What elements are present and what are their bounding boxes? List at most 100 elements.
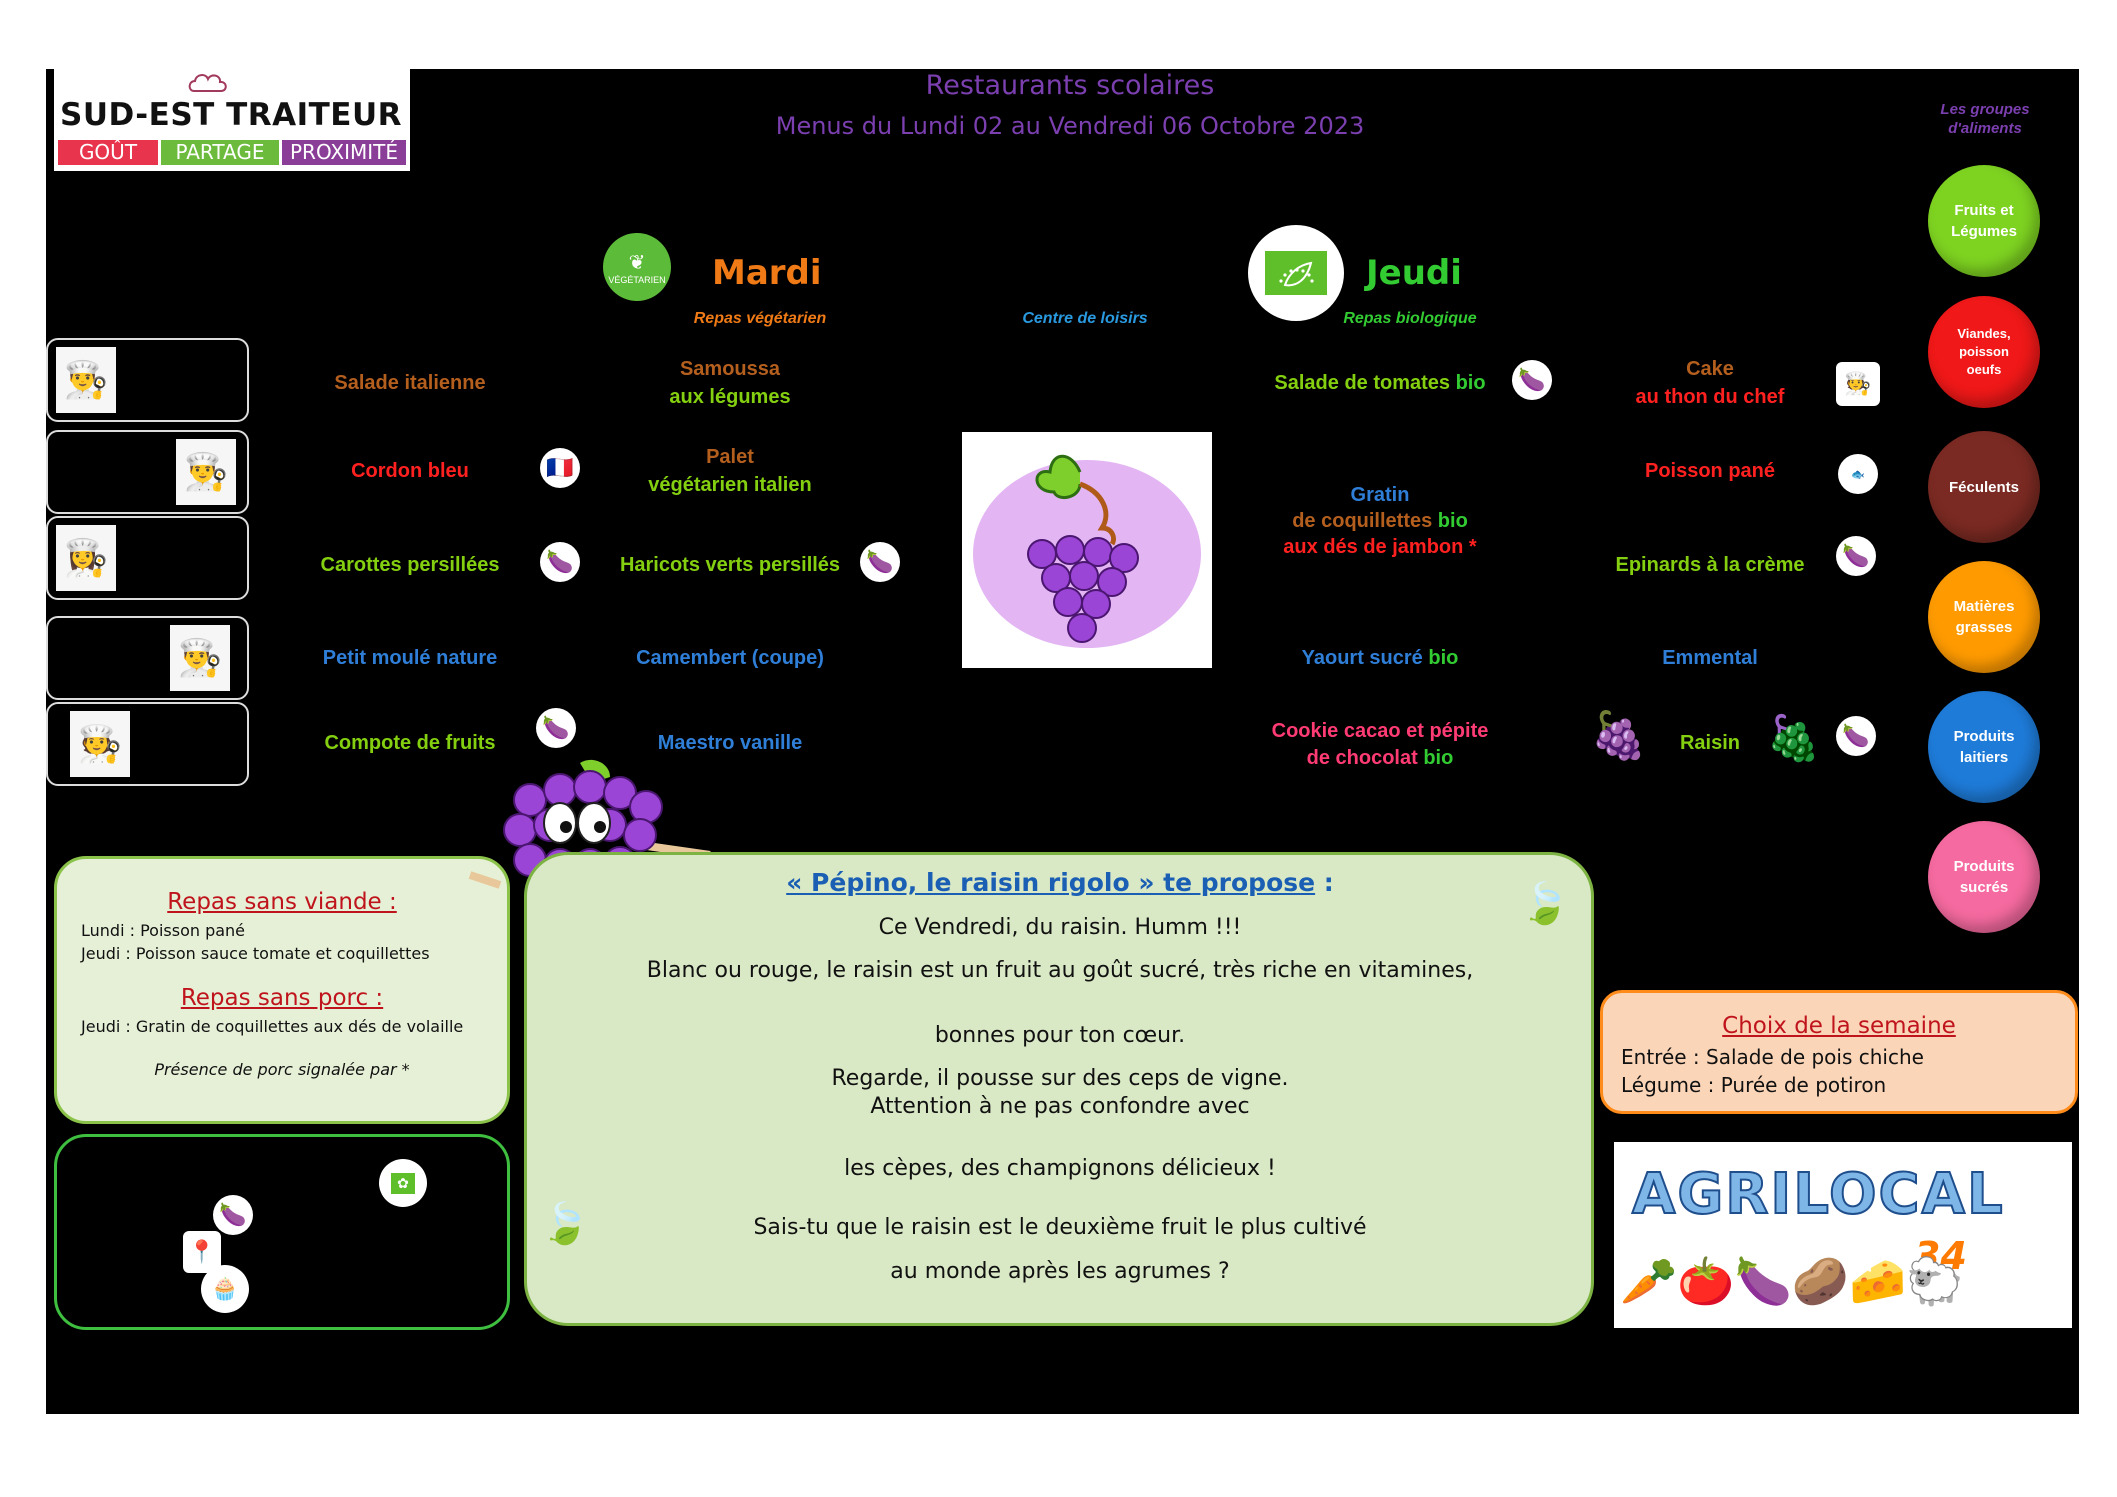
pepino-line-6: les cèpes, des champignons délicieux ! [844,1156,1276,1181]
brand-name: SUD-EST TRAITEUR [60,97,403,133]
row-laitier-chef: 👨‍🍳 [46,616,249,700]
agrilocal-logo: AGRILOCAL 34 🥕🍅🍆🥔🧀🐑 [1614,1142,2072,1328]
jeudi-plat-3: aux dés de jambon * [1283,536,1477,558]
row-plat-chef: 👨‍🍳 [46,430,249,514]
pepino-line-1: Ce Vendredi, du raisin. Humm !!! [878,915,1242,940]
day-mardi: Mardi [712,253,822,293]
mardi-legume: Haricots verts persillés [619,554,841,576]
mardi-plat-1: Palet [706,446,754,468]
agrilocal-text: AGRILOCAL [1631,1161,2005,1228]
local-produce-icon: 🍆 [860,542,900,582]
choix-box: Choix de la semaine Entrée : Salade de p… [1600,990,2078,1114]
local-produce-icon: 🍆 [213,1195,253,1235]
msc-peche-icon: 🐟 [1838,454,1878,494]
day-jeudi: Jeudi [1366,253,1462,293]
tag-partage: PARTAGE [161,140,279,165]
sans-porc-title: Repas sans porc : [180,985,384,1011]
lundi-laitier: Petit moulé nature [322,647,498,669]
chef-woman-icon: 👩‍🍳 [56,525,116,591]
vegetarian-badge: ❦ VÉGÉTARIEN [603,233,671,301]
row-dessert-chef: 🧑‍🍳 [46,702,249,786]
pepino-title: « Pépino, le raisin rigolo » te propose … [786,868,1334,897]
pepino-line-4: Regarde, il pousse sur des ceps de vigne… [831,1066,1289,1091]
mardi-dessert: Maestro vanille [657,732,803,754]
header-title: Restaurants scolaires [925,70,1215,101]
vendredi-dessert: Raisin [1679,732,1741,754]
mardi-entree-1: Samoussa [679,358,781,380]
jeudi-subtitle: Repas biologique [1343,310,1477,327]
lundi-dessert: Compote de fruits [324,732,496,754]
sans-viande-line: Lundi : Poisson pané [81,921,246,940]
eu-organic-leaf-icon [1265,251,1327,295]
jeudi-dessert-1: Cookie cacao et pépite [1271,720,1489,742]
agrilocal-number: 34 [1914,1234,1967,1278]
jeudi-dessert-2: de chocolat bio [1306,747,1454,769]
red-grapes-icon: 🍇 [1590,709,1648,761]
homemade-chef-hat-icon: 🧑‍🍳 [1836,362,1880,406]
vendredi-legume: Epinards à la crème [1615,554,1805,576]
vendredi-entree-2: au thon du chef [1635,386,1785,408]
grape-picture [962,432,1212,668]
row-entree-chef: 👨‍🍳 [46,338,249,422]
vendredi-entree-1: Cake [1686,358,1734,380]
mardi-entree-2: aux légumes [669,386,791,408]
jeudi-plat-2: de coquillettes bio [1292,510,1468,532]
vine-leaf-icon: 🍃 [1520,882,1570,926]
pepino-line-5: Attention à ne pas confondre avec [870,1094,1250,1119]
eu-organic-leaf-icon: ✿ [379,1159,427,1207]
food-group-produits-laitiers: Produits laitiers [1928,691,2040,803]
food-group-produits-sucres: Produits sucrés [1928,821,2040,933]
choix-title: Choix de la semaine [1722,1013,1956,1039]
brand-tags: GOÛT PARTAGE PROXIMITÉ [58,140,406,165]
french-origin-icon: 🇫🇷 [540,448,580,488]
vendredi-laitier: Emmental [1662,647,1758,669]
vegetables-icon: 🥕🍅🍆🥔🧀🐑 [1620,1255,1964,1307]
mercredi-subtitle: Centre de loisirs [1022,310,1148,327]
choix-line-2: Légume : Purée de potiron [1621,1073,1887,1097]
porc-note: Présence de porc signalée par * [154,1060,410,1079]
food-group-feculents: Féculents [1928,431,2040,543]
leaf-icon: ❦ [628,251,646,274]
row-legume-chef: 👩‍🍳 [46,516,249,600]
tag-proximite: PROXIMITÉ [282,140,406,165]
mardi-plat-2: végétarien italien [648,474,812,496]
lundi-entree: Salade italienne [334,372,486,394]
chef-icon: 👨‍🍳 [176,439,236,505]
chef-icon: 👨‍🍳 [56,347,116,413]
white-grapes-icon: 🍇 [1766,714,1821,763]
jeudi-laitier: Yaourt sucré bio [1301,647,1459,669]
chef-icon: 👨‍🍳 [170,625,230,691]
mardi-laitier: Camembert (coupe) [636,647,824,669]
sans-viande-line: Jeudi : Poisson sauce tomate et coquille… [81,944,430,963]
header-subtitle: Menus du Lundi 02 au Vendredi 06 Octobre… [775,112,1365,140]
local-produce-icon: 🍆 [1836,716,1876,756]
logo: SUD-EST TRAITEUR GOÛT PARTAGE PROXIMITÉ [54,69,410,171]
food-group-viandes: Viandes, poisson oeufs [1928,296,2040,408]
pepino-line-8: au monde après les agrumes ? [890,1259,1230,1284]
pepino-box [524,852,1594,1326]
chef-hat-icon [188,74,227,92]
grapes-icon [973,454,1201,648]
chef-kid-icon: 🧑‍🍳 [70,711,130,777]
mardi-subtitle: Repas végétarien [693,310,827,327]
food-group-matieres-grasses: Matières grasses [1928,561,2040,673]
organic-badge [1248,225,1344,321]
pepino-line-7: Sais-tu que le raisin est le deuxième fr… [753,1215,1367,1240]
jeudi-entree: Salade de tomates bio [1274,372,1486,394]
lundi-legume: Carottes persillées [320,554,500,576]
vendredi-plat: Poisson pané [1644,460,1776,482]
food-groups-label: Les groupes d'aliments [1940,101,2030,137]
vine-leaf-icon: 🍃 [540,1202,590,1246]
food-group-fruits-legumes: Fruits et Légumes [1928,165,2040,277]
homemade-cake-icon: 🧁 [201,1265,249,1313]
local-produce-icon: 🍆 [536,708,576,748]
legend-box: ✿ 🍆 📍 🧁 [54,1134,510,1330]
local-produce-icon: 🍆 [1512,360,1552,400]
special-diet-box: Repas sans viande : Lundi : Poisson pané… [54,856,510,1124]
sans-viande-title: Repas sans viande : [167,889,397,915]
pepino-line-3: bonnes pour ton cœur. [934,1023,1186,1048]
pepino-line-2: Blanc ou rouge, le raisin est un fruit a… [646,958,1474,983]
sans-porc-line: Jeudi : Gratin de coquillettes aux dés d… [81,1017,464,1036]
lundi-plat: Cordon bleu [351,460,469,482]
jeudi-plat-1: Gratin [1350,484,1410,506]
